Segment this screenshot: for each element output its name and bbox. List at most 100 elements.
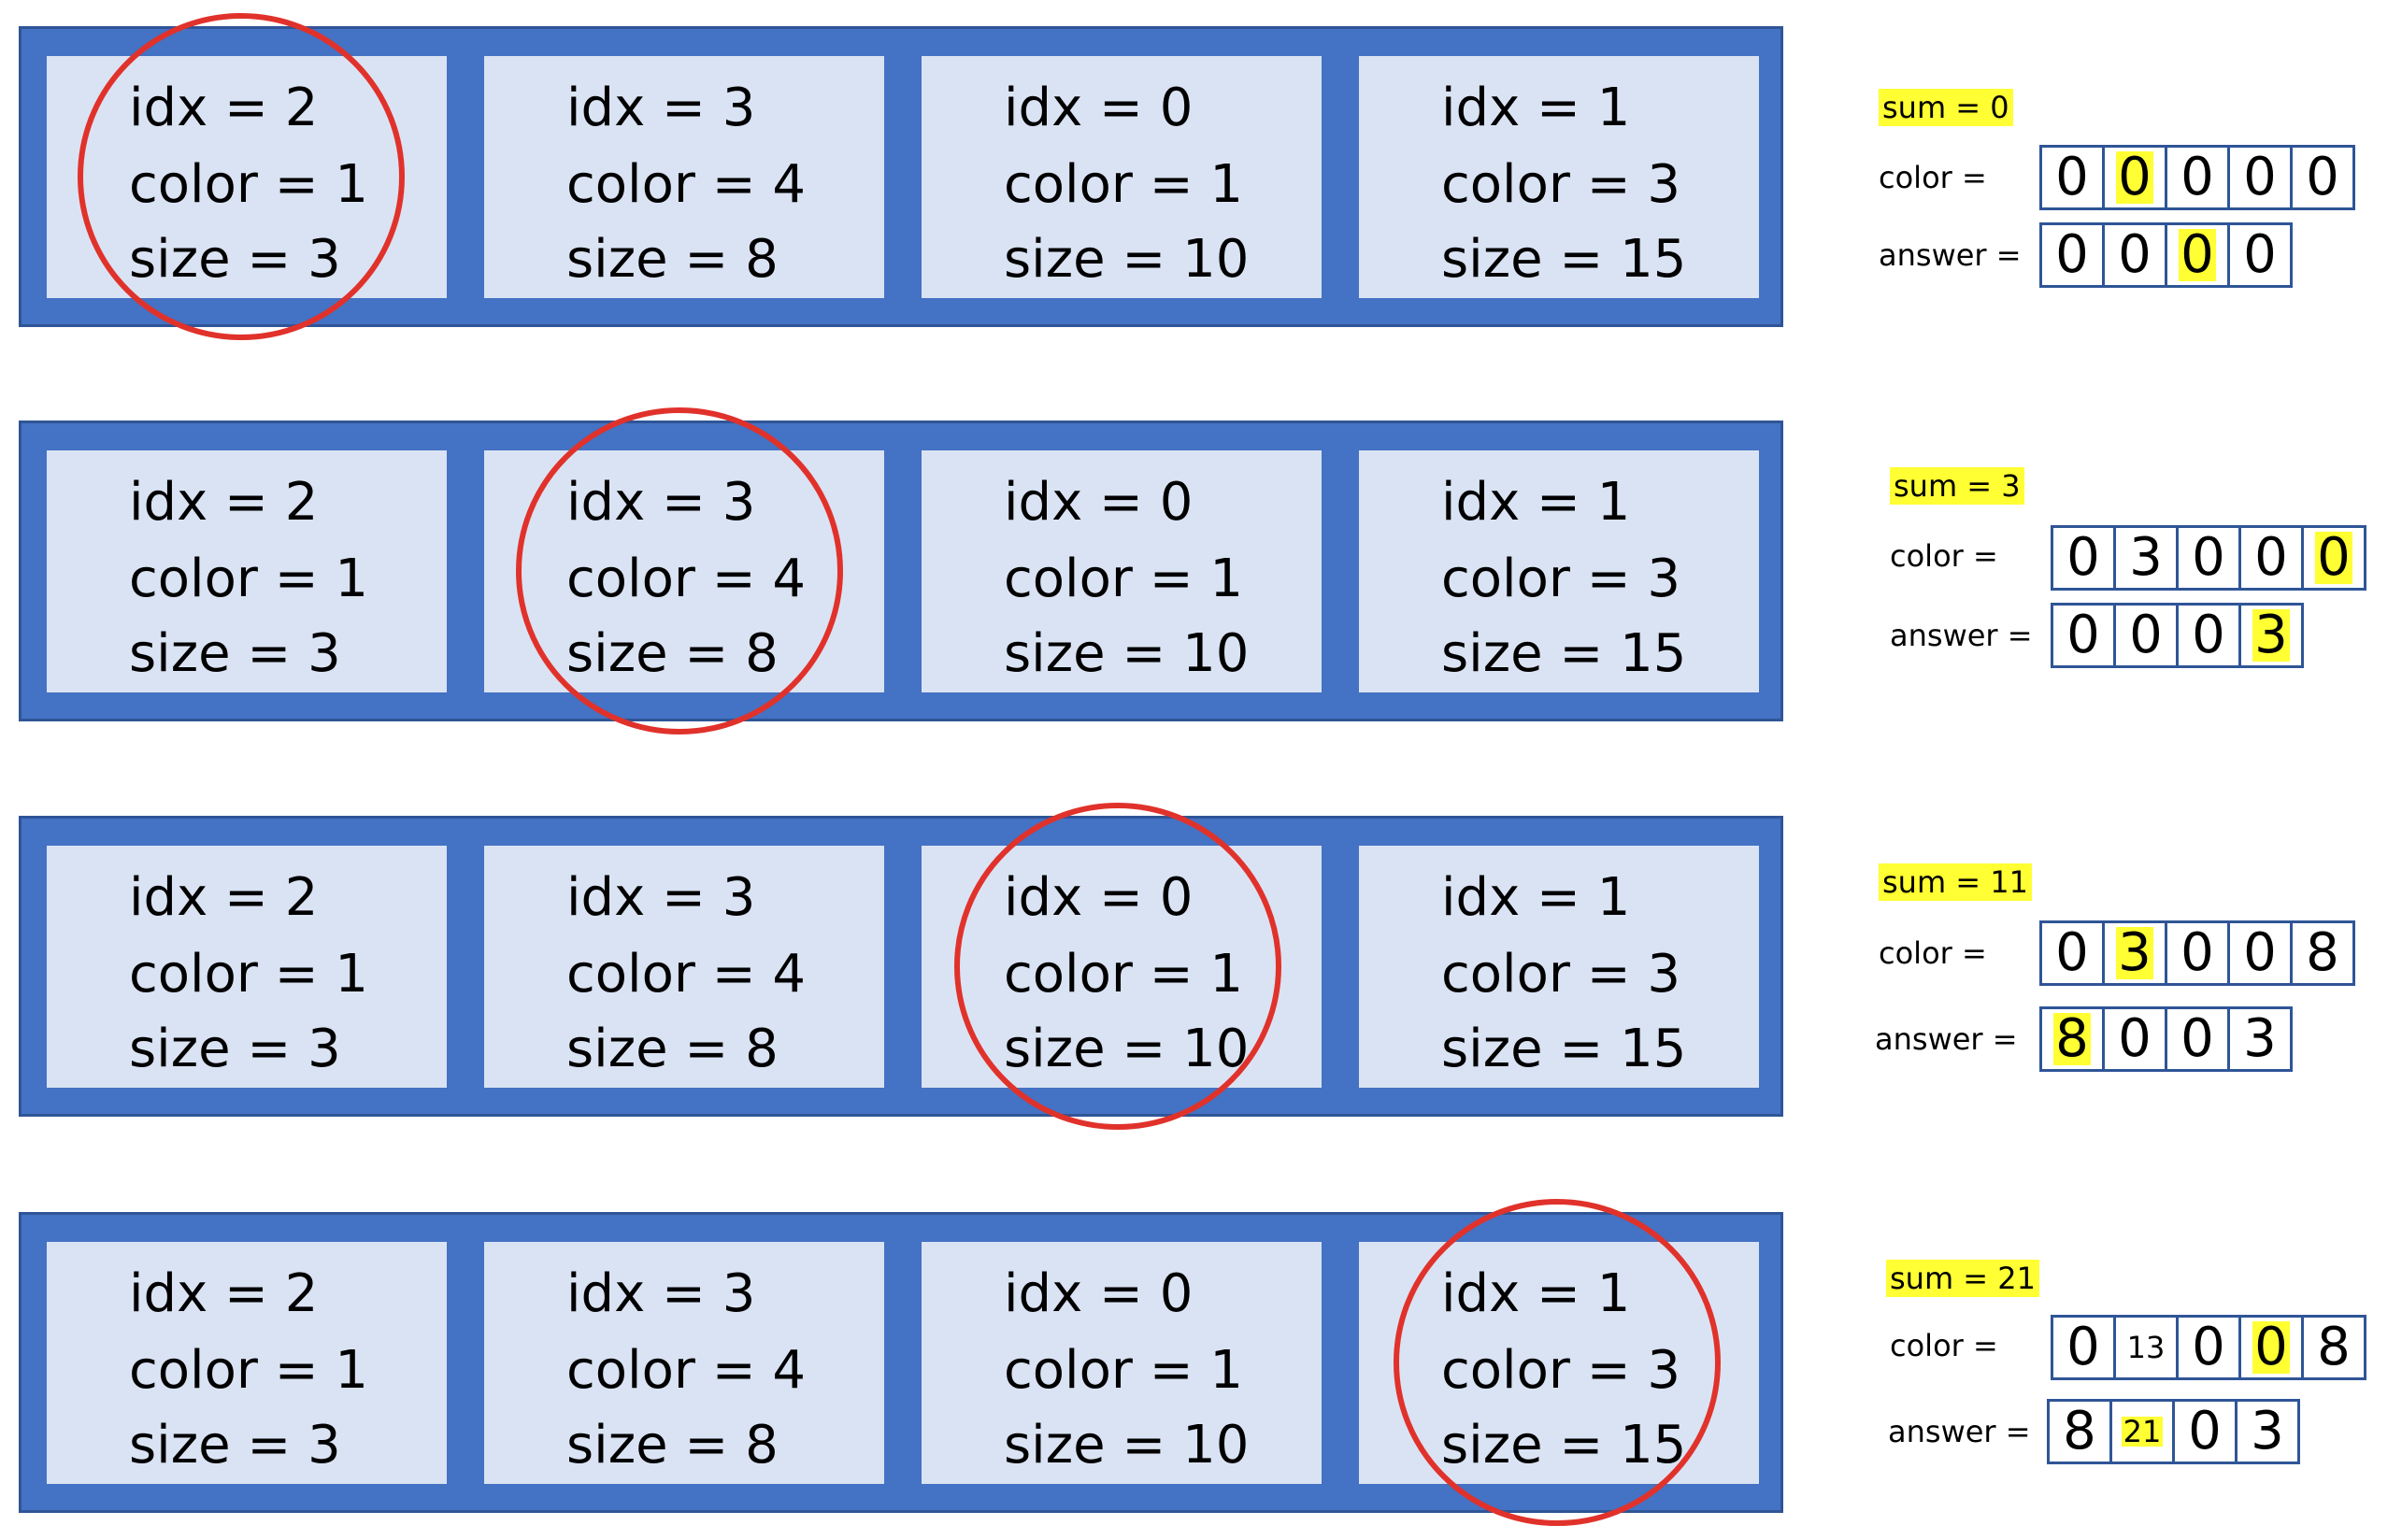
card-idx-line: idx = 2 [129, 1263, 319, 1324]
color-array-label: color = [1879, 935, 1987, 971]
card-idx-line: idx = 1 [1441, 1263, 1631, 1324]
answer-array-cell: 8 [2047, 1399, 2112, 1464]
card-size-line: size = 8 [566, 623, 779, 684]
color-array-cell: 0 [2051, 1315, 2116, 1380]
color-array-value: 0 [2243, 147, 2277, 207]
color-array-cell: 0 [2039, 920, 2105, 986]
answer-array-cell: 8 [2039, 1006, 2105, 1072]
card-color-line: color = 4 [566, 944, 807, 1005]
color-array-cell: 0 [2290, 145, 2355, 210]
card-size-line: size = 10 [1004, 1019, 1250, 1079]
card-color-line: color = 3 [1441, 154, 1681, 215]
card-size-line: size = 3 [129, 1415, 341, 1476]
color-array-value: 3 [2129, 527, 2163, 588]
color-array-value: 0 [2192, 1317, 2225, 1377]
answer-array-label: answer = [1888, 1414, 2031, 1449]
sum-label: sum = 21 [1886, 1260, 2039, 1297]
color-array-cell: 0 [2238, 525, 2304, 591]
color-array-cell: 3 [2113, 525, 2179, 591]
card-color-line: color = 1 [129, 549, 369, 609]
color-array-value: 0 [2192, 527, 2225, 588]
card-size-line: size = 3 [129, 1019, 341, 1079]
card-idx-line: idx = 3 [566, 78, 756, 138]
color-array-cell: 0 [2165, 145, 2230, 210]
answer-array-value: 0 [2179, 224, 2216, 285]
card-idx-line: idx = 1 [1441, 867, 1631, 928]
color-array-value: 0 [2180, 922, 2214, 983]
answer-array-value: 0 [2118, 1008, 2152, 1069]
card-size-line: size = 8 [566, 1415, 779, 1476]
answer-array-value: 21 [2121, 1414, 2164, 1449]
color-array-value: 0 [2306, 147, 2339, 207]
card-idx-line: idx = 0 [1004, 472, 1194, 533]
element-card-0: idx = 2 color = 1 size = 3 [47, 846, 447, 1088]
answer-array-cell: 0 [2113, 603, 2179, 668]
color-array-cell: 8 [2290, 920, 2355, 986]
color-array-value: 0 [2243, 922, 2277, 983]
card-color-line: color = 1 [1004, 1340, 1244, 1401]
color-array-cell: 0 [2176, 1315, 2241, 1380]
card-size-line: size = 10 [1004, 623, 1250, 684]
answer-array-cell: 0 [2176, 603, 2241, 668]
color-array-value: 0 [2254, 527, 2288, 588]
card-color-line: color = 1 [1004, 549, 1244, 609]
color-array-value: 0 [2055, 922, 2089, 983]
answer-array-value: 0 [2192, 605, 2225, 665]
sum-label: sum = 11 [1879, 863, 2032, 901]
element-card-1: idx = 3 color = 4 size = 8 [484, 1242, 884, 1484]
color-array-cell: 3 [2102, 920, 2167, 986]
answer-array-cell: 21 [2109, 1399, 2175, 1464]
card-size-line: size = 15 [1441, 1019, 1687, 1079]
answer-array-value: 3 [2252, 605, 2290, 665]
card-size-line: size = 3 [129, 623, 341, 684]
answer-array-value: 3 [2251, 1401, 2284, 1462]
card-color-line: color = 1 [1004, 154, 1244, 215]
card-size-line: size = 3 [129, 229, 341, 290]
sum-label: sum = 3 [1890, 467, 2024, 505]
answer-array-value: 3 [2243, 1008, 2277, 1069]
color-array-cell: 8 [2301, 1315, 2366, 1380]
answer-array-cell: 0 [2165, 1006, 2230, 1072]
card-color-line: color = 1 [1004, 944, 1244, 1005]
color-array-cell: 13 [2113, 1315, 2179, 1380]
element-card-3: idx = 1 color = 3 size = 15 [1359, 450, 1759, 692]
color-array-label: color = [1879, 160, 1987, 195]
card-idx-line: idx = 1 [1441, 472, 1631, 533]
card-color-line: color = 3 [1441, 1340, 1681, 1401]
answer-array-cell: 3 [2235, 1399, 2300, 1464]
card-idx-line: idx = 3 [566, 1263, 756, 1324]
card-color-line: color = 4 [566, 1340, 807, 1401]
card-color-line: color = 1 [129, 944, 369, 1005]
card-size-line: size = 15 [1441, 229, 1687, 290]
color-array-cell: 0 [2165, 920, 2230, 986]
answer-array-cell: 0 [2172, 1399, 2238, 1464]
card-size-line: size = 10 [1004, 229, 1250, 290]
color-array-label: color = [1890, 538, 1998, 574]
card-color-line: color = 3 [1441, 549, 1681, 609]
color-array-cell: 0 [2227, 920, 2293, 986]
answer-array-value: 8 [2063, 1401, 2096, 1462]
card-idx-line: idx = 2 [129, 867, 319, 928]
card-size-line: size = 15 [1441, 623, 1687, 684]
answer-array-cell: 0 [2227, 222, 2293, 288]
answer-array-cell: 0 [2039, 222, 2105, 288]
color-array-value: 0 [2252, 1317, 2290, 1377]
card-idx-line: idx = 3 [566, 867, 756, 928]
answer-array-value: 0 [2243, 224, 2277, 285]
color-array-value: 8 [2317, 1317, 2351, 1377]
color-array-cell: 0 [2238, 1315, 2304, 1380]
